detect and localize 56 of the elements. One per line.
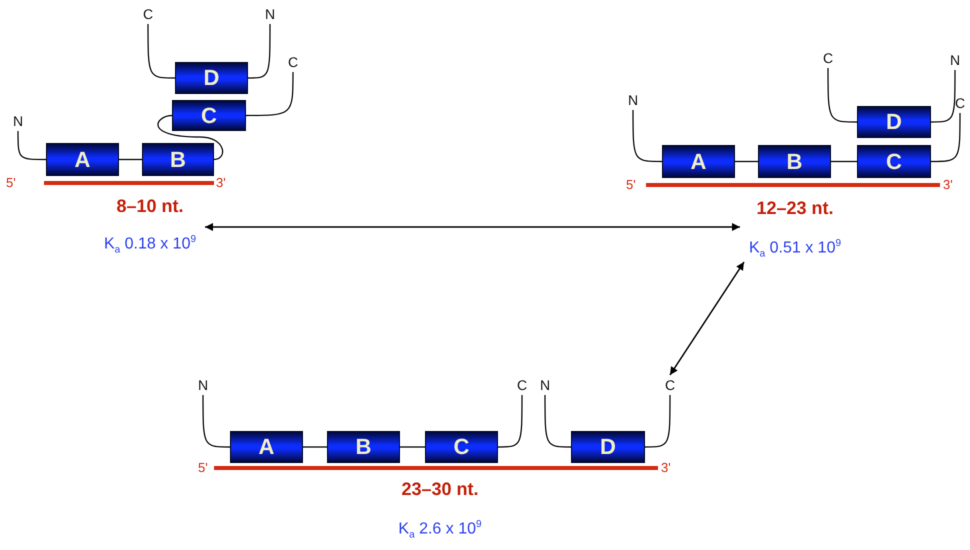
strand-end-label: 5' xyxy=(6,175,16,190)
terminus-label: N xyxy=(539,377,551,393)
linker-line xyxy=(248,24,271,79)
terminus-label: N xyxy=(949,52,961,68)
domain-box: C xyxy=(857,145,931,178)
linker-line xyxy=(119,158,142,160)
strand-end-label: 5' xyxy=(198,460,208,475)
double-arrow xyxy=(669,262,745,376)
linker-line xyxy=(931,113,961,162)
domain-box: A xyxy=(230,431,303,463)
domain-box: B xyxy=(758,145,831,178)
domain-box: D xyxy=(175,62,248,94)
terminus-label: C xyxy=(516,377,528,393)
linker-line xyxy=(544,395,571,448)
domain-box: B xyxy=(142,143,214,176)
terminus-label: C xyxy=(287,54,299,70)
linker-line xyxy=(735,160,758,162)
domain-box: D xyxy=(857,106,931,138)
linker-line xyxy=(827,68,857,123)
strand-end-label: 3' xyxy=(943,177,953,192)
terminus-label: C xyxy=(664,377,676,393)
linker-line xyxy=(147,24,175,79)
length-label: 23–30 nt. xyxy=(401,479,479,500)
linker-line xyxy=(931,70,956,123)
linker-line xyxy=(202,395,230,448)
linker-line xyxy=(303,446,327,448)
length-label: 8–10 nt. xyxy=(116,196,184,217)
linker-line xyxy=(645,395,671,448)
terminus-label: N xyxy=(264,6,276,22)
domain-box: C xyxy=(172,100,246,131)
terminus-label: N xyxy=(197,377,209,393)
affinity-label: K$_{a}$ 0.51 x 10$^{9}$ xyxy=(748,238,842,260)
terminus-label: C xyxy=(822,50,834,66)
linker-line xyxy=(400,446,425,448)
strand-end-label: 3' xyxy=(216,175,226,190)
terminus-label: N xyxy=(627,92,639,108)
length-label: 12–23 nt. xyxy=(756,198,834,219)
linker-line xyxy=(632,110,662,162)
linker-line xyxy=(158,114,224,160)
domain-box: A xyxy=(46,143,119,176)
double-arrow xyxy=(205,223,740,231)
strand-end-label: 5' xyxy=(626,177,636,192)
terminus-label: C xyxy=(954,95,966,111)
linker-line xyxy=(831,160,857,162)
terminus-label: C xyxy=(142,6,154,22)
linker-line xyxy=(498,395,523,448)
domain-box: B xyxy=(327,431,400,463)
affinity-label: K$_{a}$ 2.6 x 10$^{9}$ xyxy=(398,519,482,541)
linker-line xyxy=(17,131,46,160)
domain-box: A xyxy=(662,145,735,178)
terminus-label: N xyxy=(12,113,24,129)
domain-box: C xyxy=(425,431,498,463)
strand-end-label: 3' xyxy=(661,460,671,475)
affinity-label: K$_{a}$ 0.18 x 10$^{9}$ xyxy=(104,234,196,256)
domain-box: D xyxy=(571,431,645,463)
linker-line xyxy=(246,72,294,116)
